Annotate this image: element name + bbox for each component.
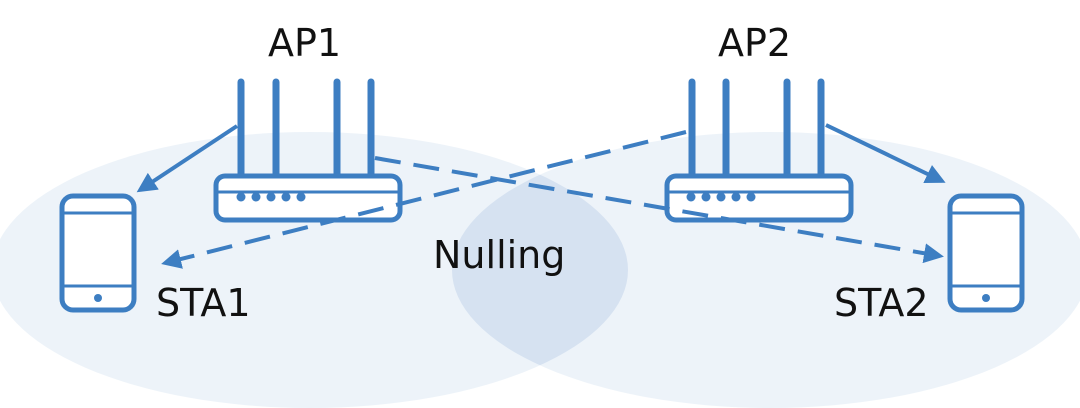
- sta2-label: STA2: [834, 281, 929, 325]
- ap1-coverage-area: [0, 132, 628, 408]
- ap2-router-icon: [664, 78, 854, 223]
- sta1-phone-icon: [59, 193, 137, 313]
- ap1-router-icon: [213, 78, 403, 223]
- ap2-to-sta2-signal-arrow: [825, 123, 946, 184]
- ap2-to-sta1-interference-arrow: [161, 130, 687, 269]
- ap1-to-sta1-signal-arrow: [136, 124, 239, 193]
- sta2-phone-icon: [947, 193, 1025, 313]
- ap1-to-sta2-interference-arrow: [374, 156, 944, 264]
- nulling-label: Nulling: [433, 233, 566, 277]
- ap1-label: AP1: [268, 21, 342, 65]
- ap2-label: AP2: [718, 21, 792, 65]
- sta1-label: STA1: [156, 281, 251, 325]
- ap2-coverage-area: [452, 132, 1080, 408]
